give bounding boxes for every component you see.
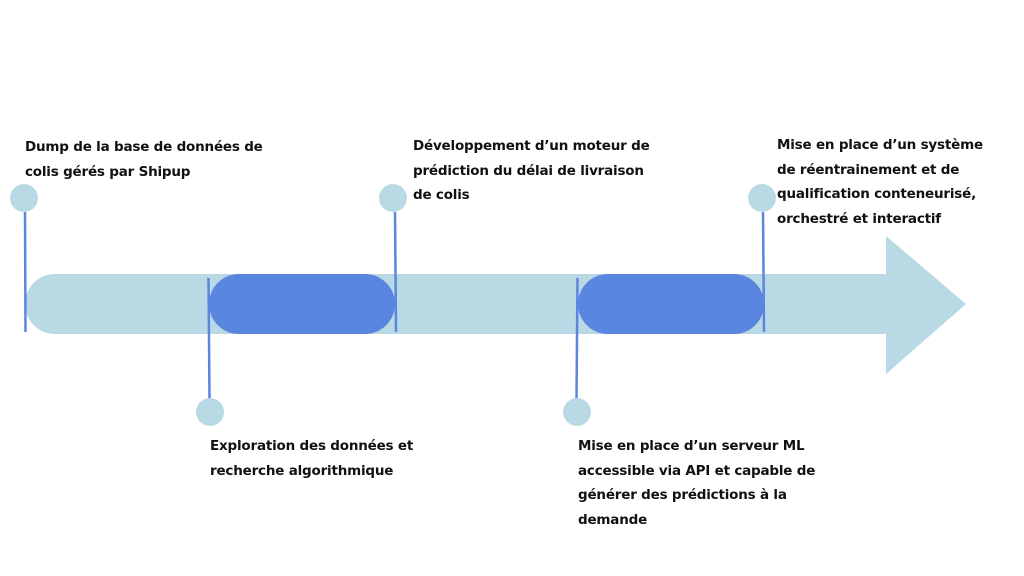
phase-block-exploration: [209, 274, 395, 334]
pin-milestone-1: [10, 184, 38, 333]
pin-dot: [10, 184, 38, 212]
pin-line: [761, 211, 766, 333]
timeline-arrow: [25, 236, 966, 374]
pin-line: [575, 277, 579, 400]
milestone-label-exploration: Exploration des données et recherche alg…: [210, 438, 414, 479]
pin-line: [207, 277, 211, 400]
pin-line: [23, 211, 27, 333]
pin-milestone-2: [196, 277, 224, 426]
arrow-head: [886, 236, 966, 374]
milestone-label-prediction-engine: Développement d’un moteur de prédiction …: [413, 138, 650, 203]
milestone-label-data-dump: Dump de la base de données de colis géré…: [25, 139, 263, 180]
pin-dot: [196, 398, 224, 426]
pin-dot: [748, 184, 776, 212]
phase-block-ml-server: [578, 274, 764, 334]
milestone-label-retraining-system: Mise en place d’un système de réentraine…: [777, 137, 983, 227]
pin-line: [393, 211, 398, 333]
pin-dot: [563, 398, 591, 426]
milestone-label-ml-server: Mise en place d’un serveur ML accessible…: [578, 438, 816, 528]
pin-milestone-4: [563, 277, 591, 426]
pin-milestone-5: [748, 184, 776, 333]
pin-milestone-3: [379, 184, 407, 333]
pin-dot: [379, 184, 407, 212]
